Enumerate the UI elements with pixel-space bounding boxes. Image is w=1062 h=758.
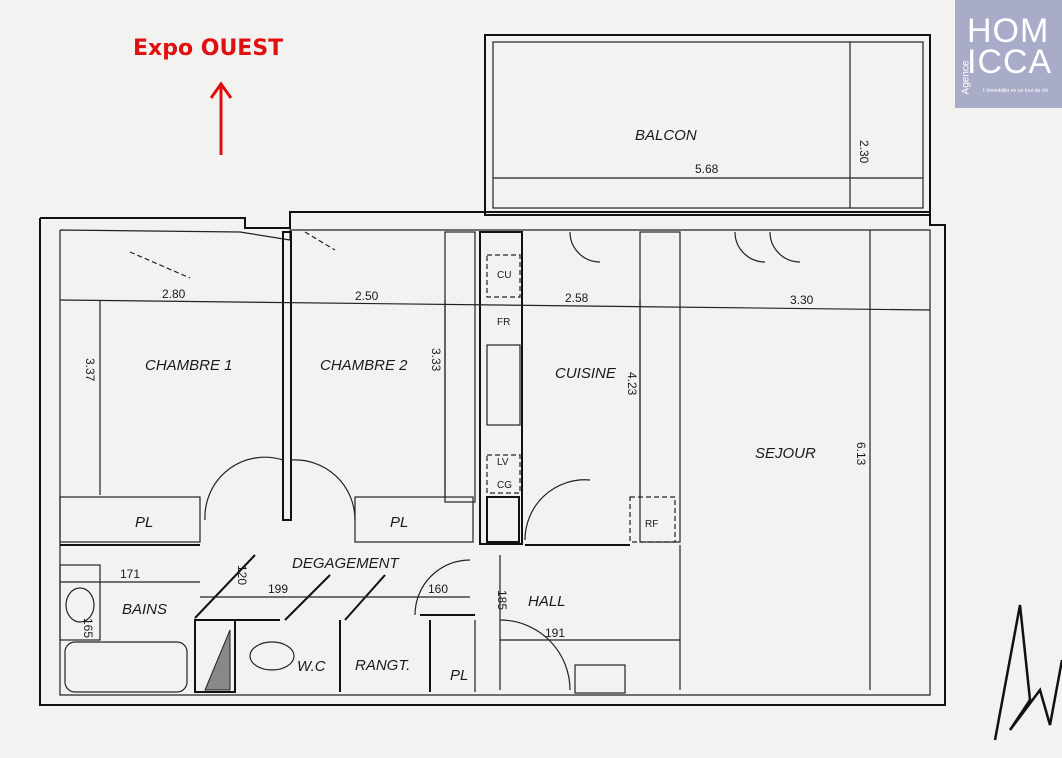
dim-chambre1-height: 3.37 [83,358,97,382]
dim-hall-height: 185 [495,590,509,610]
dim-sejour-height: 6.13 [854,442,868,466]
dim-cuisine-height: 4.23 [625,372,639,396]
room-label-balcon: BALCON [635,127,697,144]
fridge-space-label: FR [497,317,510,328]
dim-degagement-c: 160 [428,582,448,596]
room-label-hall: HALL [528,593,566,610]
room-label-cuisine: CUISINE [555,365,617,382]
orientation-label: Expo OUEST [133,36,284,61]
cooker-label: CU [497,270,511,281]
room-label-chambre-1: CHAMBRE 1 [145,357,233,374]
room-label-degagement: DEGAGEMENT [292,555,401,572]
room-label-chambre-2: CHAMBRE 2 [320,357,408,374]
closet-label-3: PL [450,667,468,684]
dim-cuisine-width: 2.58 [565,291,589,305]
dim-bains-height: 165 [81,618,95,638]
dim-bains-width: 171 [120,567,140,581]
room-label-rangement: RANGT. [355,657,410,674]
agency-logo: HOM ICCA Agence L'immobilier en un tour … [955,0,1062,108]
north-arrow-icon [209,81,233,155]
room-label-wc: W.C [297,658,326,675]
dim-degagement-b: 199 [268,582,288,596]
fridge-label: RF [645,519,658,530]
dim-chambre2-height: 3.33 [429,348,443,372]
dim-degagement-a: 120 [235,565,249,585]
dim-hall-width: 191 [545,626,565,640]
dim-balcon-height: 2.30 [857,140,871,164]
dim-balcon-width: 5.68 [695,162,719,176]
logo-line-1: HOM [967,12,1050,50]
room-label-sejour: SEJOUR [755,445,816,462]
dishwasher-label: LV [497,457,509,468]
dim-sejour-width: 3.30 [790,293,814,307]
exterior-walls [39,211,946,706]
logo-side-text: Agence [960,60,972,95]
closet-label-2: PL [390,514,408,531]
closet-label-1: PL [135,514,153,531]
dim-chambre1-width: 2.80 [162,287,186,301]
signature-mark [993,604,1062,741]
logo-line-2: ICCA [967,43,1053,81]
room-label-bains: BAINS [122,601,167,618]
interior-walls [59,230,931,694]
freezer-label: CG [497,480,512,491]
logo-tagline: L'immobilier en un tour de clé [983,88,1049,94]
dim-chambre2-width: 2.50 [355,289,379,303]
balcony [484,34,931,216]
